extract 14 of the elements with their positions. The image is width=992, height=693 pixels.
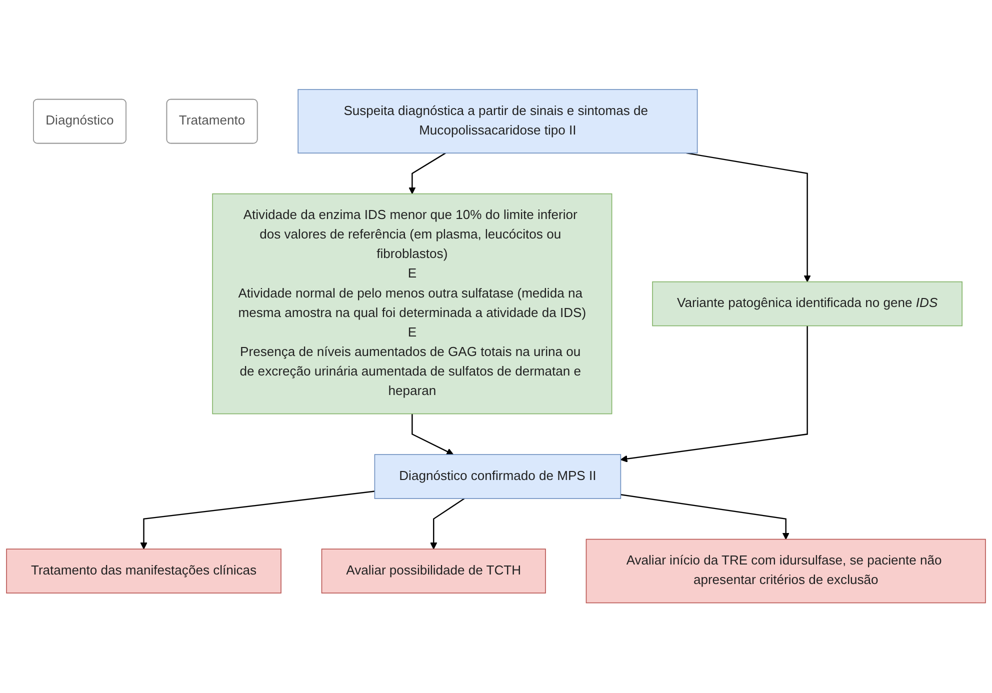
arrow: [140, 490, 375, 550]
node-box: Variante patogênica identificada no gene IDS: [652, 282, 962, 327]
node-box: Atividade da enzima IDS menor que 10% do limite inferior dos valores de referência (em plasma, leucócitos ou fibroblastos) E Atividade normal de pelo menos outra sulfatase (medida na mesma amostra na qual foi determinada a atividade da IDS) E Presença de níveis aumentados de GAG totais na urina ou de excreção urinária aumentada de sulfatos de dermatan e heparan: [212, 194, 612, 415]
arrow: [686, 152, 811, 282]
arrow: [620, 494, 790, 540]
node-box: Avaliar início da TRE com idursulfase, se paciente não apresentar critérios de exclusão: [586, 539, 986, 604]
arrow: [408, 152, 446, 194]
node-box: Avaliar possibilidade de TCTH: [321, 548, 546, 594]
node-box: Tratamento das manifestações clínicas: [6, 548, 282, 594]
node-box: Diagnóstico confirmado de MPS II: [374, 454, 622, 500]
arrow: [620, 326, 808, 463]
node-box: Suspeita diagnóstica a partir de sinais e sintomas de Mucopolissacaridose tipo II: [298, 89, 698, 154]
arrow: [412, 414, 454, 456]
arrow: [430, 498, 465, 550]
